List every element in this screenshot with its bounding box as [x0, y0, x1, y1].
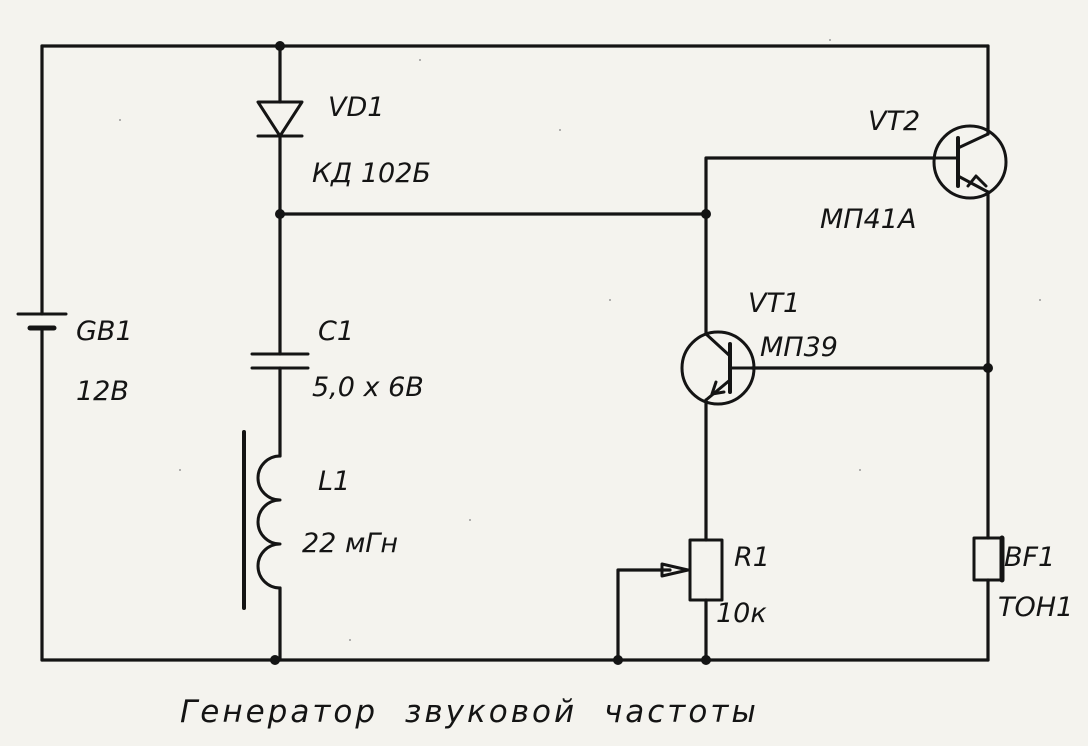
l1-value-label: 22 мГн	[302, 528, 398, 559]
junction-node	[701, 209, 711, 219]
junction-node	[613, 655, 623, 665]
vt2-type-label: МП41А	[820, 204, 916, 235]
c1-value-label: 5,0 x 6В	[312, 372, 424, 403]
gb1-value-label: 12В	[76, 376, 129, 407]
inductor-l1-symbol	[242, 430, 282, 610]
gb1-ref-label: GB1	[76, 316, 133, 347]
r1-value-label: 10к	[716, 598, 767, 629]
transistor-vt1-symbol	[680, 330, 756, 406]
component-labels: VD1 КД 102Б VT2 МП41А VT1 МП39 GB1 12В С…	[76, 92, 1073, 629]
vd1-type-label: КД 102Б	[312, 158, 431, 189]
junction-node	[270, 655, 280, 665]
wires	[40, 44, 990, 662]
junction-node	[275, 41, 285, 51]
diagram-caption: Генератор звуковой частоты	[180, 694, 759, 730]
vt1-type-label: МП39	[760, 332, 838, 363]
junction-node	[983, 363, 993, 373]
resistor-r1-symbol	[660, 538, 724, 602]
battery-gb1-symbol	[16, 312, 68, 331]
vt2-ref-label: VT2	[868, 106, 920, 137]
vt1-ref-label: VT1	[748, 288, 800, 319]
junction-node	[701, 655, 711, 665]
l1-ref-label: L1	[318, 466, 350, 497]
speaker-bf1-symbol	[972, 535, 1005, 583]
vt2-base-feed-wire	[704, 156, 936, 216]
bf1-ref-label: BF1	[1004, 542, 1055, 573]
capacitor-c1-symbol	[250, 352, 310, 370]
vd1-ref-label: VD1	[328, 92, 384, 123]
bf1-type-label: ТОН1	[998, 592, 1073, 623]
junction-nodes	[270, 41, 993, 665]
r1-ref-label: R1	[734, 542, 770, 573]
transistor-vt2-symbol	[932, 124, 1008, 200]
junction-node	[275, 209, 285, 219]
c1-ref-label: С1	[318, 316, 354, 347]
paper-texture	[119, 39, 1041, 641]
r1-wiper-wire	[616, 568, 672, 662]
diode-vd1-symbol	[256, 100, 304, 138]
